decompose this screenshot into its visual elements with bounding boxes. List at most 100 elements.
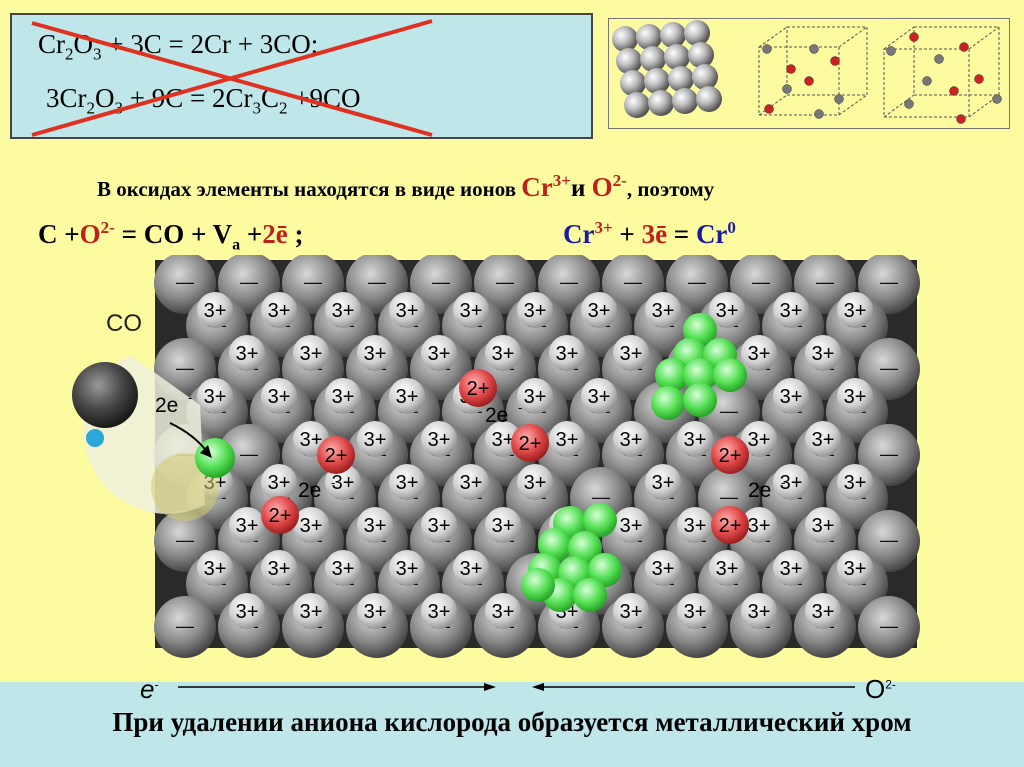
cr3-cation (581, 378, 617, 414)
unit-cell-atom (814, 109, 824, 119)
cr3-charge-label: 3+ (268, 386, 291, 408)
cr3-cation (645, 550, 681, 586)
cr3-cation (389, 378, 425, 414)
unit-cell-atom (949, 86, 959, 96)
anion-charge-label: — (496, 272, 514, 292)
cr2-charge-label: 2+ (719, 445, 742, 467)
cr3-charge-label: 3+ (396, 558, 419, 580)
cr2-charge-label: 2+ (719, 515, 742, 537)
oxygen-anion (858, 338, 920, 400)
cr3-charge-label: 3+ (780, 386, 803, 408)
unit-cell-atom (809, 44, 819, 54)
cr3-charge-label: 3+ (428, 515, 451, 537)
anion-charge-label: — (720, 487, 738, 507)
cr3-cation (773, 292, 809, 328)
unit-cell-atom (804, 76, 814, 86)
cr3-cation (805, 421, 841, 457)
cr3-charge-label: 3+ (684, 601, 707, 623)
unit-cell-atom (922, 76, 932, 86)
cr3-cation (805, 507, 841, 543)
packed-sphere (616, 48, 642, 74)
oxygen-anion (858, 510, 920, 572)
oxygen-arrowhead (532, 683, 544, 691)
cr2-cation (261, 496, 299, 534)
cr3-charge-label: 3+ (652, 472, 675, 494)
oxygen-anion (218, 424, 280, 486)
cr3-charge-label: 3+ (300, 515, 323, 537)
packed-sphere (668, 66, 694, 92)
cr3-cation (357, 335, 393, 371)
cr3-cation (325, 378, 361, 414)
co-label: CO (106, 310, 142, 337)
conclusion-text: При удалении аниона кислорода образуется… (112, 707, 912, 737)
cr3-charge-label: 3+ (204, 300, 227, 322)
cr3-cation (741, 507, 777, 543)
cr3-charge-label: 3+ (748, 429, 771, 451)
cr3-charge-label: 3+ (844, 472, 867, 494)
cr3-charge-label: 3+ (460, 558, 483, 580)
cr3-charge-label: 3+ (588, 386, 611, 408)
packed-sphere (620, 70, 646, 96)
cr3-cation (485, 335, 521, 371)
unit-cell-atom (834, 94, 844, 104)
cr3-charge-label: 3+ (300, 343, 323, 365)
cr3-cation (421, 335, 457, 371)
electron-pair-label: 2e (298, 479, 321, 502)
oxygen-anion (666, 255, 728, 314)
oxygen-anion (538, 255, 600, 314)
chromium-cations: 3+ 3+ 3+ 3+ 3+ 3+ 3+ 3+ 3+ 3+ 3+ 3+ 3+ 3+ 3+ 3+ 3+ 3+ 3+ 3+… (197, 292, 873, 629)
unit-cell-atom (992, 94, 1002, 104)
cr3-charge-label: 3+ (716, 558, 739, 580)
cr3-charge-label: 3+ (716, 300, 739, 322)
electron-arrow-label: e- (140, 674, 159, 704)
cr3-charge-label: 3+ (460, 472, 483, 494)
migration-arrows (178, 683, 855, 691)
cr3-charge-label: 3+ (780, 472, 803, 494)
cr2-charge-label: 2+ (325, 445, 348, 467)
metallic-chromium-atom (573, 578, 607, 612)
cr3-charge-label: 3+ (780, 558, 803, 580)
unit-cell-atom (974, 74, 984, 84)
unit-cell-atom (830, 56, 840, 66)
cr3-charge-label: 3+ (492, 343, 515, 365)
cr3-cation (837, 550, 873, 586)
cr2-charge-label: 2+ (269, 505, 292, 527)
cr3-cation (453, 464, 489, 500)
cr3-charge-label: 3+ (780, 300, 803, 322)
cr3-cation (357, 507, 393, 543)
cr3-charge-label: 3+ (684, 515, 707, 537)
cr3-cation (261, 464, 297, 500)
cr3-charge-label: 3+ (364, 343, 387, 365)
cr3-charge-label: 3+ (812, 601, 835, 623)
cr3-cation (517, 464, 553, 500)
cr3-cation (677, 593, 713, 629)
unit-cell-atom (886, 46, 896, 56)
anion-charge-label: — (880, 616, 898, 636)
oxygen-anion (794, 255, 856, 314)
cr3-charge-label: 3+ (460, 300, 483, 322)
anion-charge-label: — (880, 530, 898, 550)
packed-sphere (612, 26, 638, 52)
oxygen-anion (602, 255, 664, 314)
electron-arrowhead (484, 683, 496, 691)
oxygen-anion (154, 510, 216, 572)
anion-charge-label: — (240, 444, 258, 464)
cr2-cations: 2+2+2+2+2+2+ (261, 369, 749, 544)
anion-charge-label: — (304, 272, 322, 292)
cr3-cation (773, 464, 809, 500)
unit-cell-atom (764, 104, 774, 114)
oxygen-anion (730, 255, 792, 314)
crystal-structure-images (608, 18, 1010, 129)
oxygen-anion (858, 424, 920, 486)
unit-cell-atom (959, 42, 969, 52)
cr3-charge-label: 3+ (620, 515, 643, 537)
cr3-charge-label: 3+ (332, 300, 355, 322)
cr3-charge-label: 3+ (236, 515, 259, 537)
electron-pair-label: 2e (485, 404, 508, 427)
cr3-cation (261, 550, 297, 586)
cr3-charge-label: 3+ (748, 343, 771, 365)
cr3-charge-label: 3+ (204, 386, 227, 408)
cr3-cation (677, 507, 713, 543)
cr3-cation (677, 421, 713, 457)
cr3-charge-label: 3+ (812, 515, 835, 537)
